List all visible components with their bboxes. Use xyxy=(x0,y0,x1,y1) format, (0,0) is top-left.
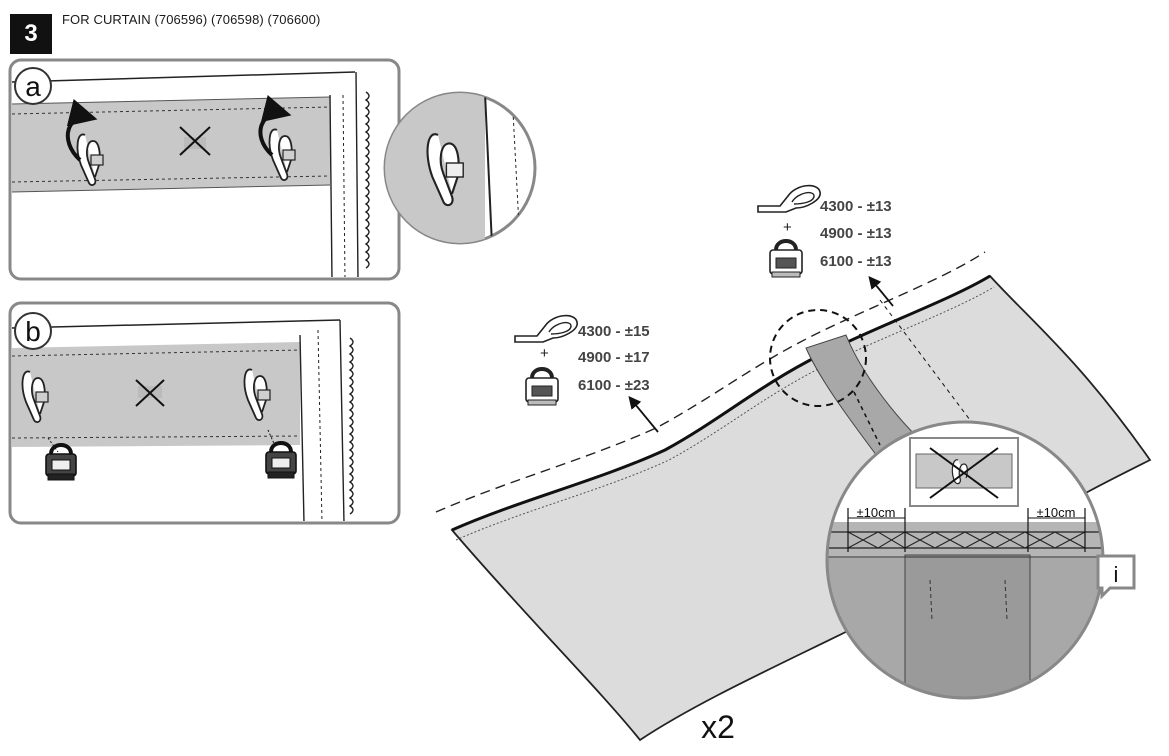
panel-a-label: a xyxy=(25,71,41,102)
dimension-label-left: ±10cm xyxy=(857,505,896,520)
pointer-arrow-icon xyxy=(628,396,659,433)
spec-group-small: 4300 - ±15 + 4900 - ±17 6100 - ±23 xyxy=(514,314,650,407)
no-hook-inset xyxy=(909,437,1019,507)
quantity-multiplier: x2 xyxy=(701,709,735,745)
spec-separator: - xyxy=(853,225,866,242)
spec-code: 4900 xyxy=(578,349,611,366)
spec-separator: - xyxy=(611,323,624,340)
spec-code: 4900 xyxy=(820,225,853,242)
zoom-circle-a xyxy=(383,91,537,245)
svg-text:6100 - ±13: 6100 - ±13 xyxy=(820,253,892,270)
panel-b-label: b xyxy=(25,316,41,347)
step-number-badge: 3 xyxy=(10,14,52,54)
detail-focus-circle xyxy=(769,309,867,407)
flat-hook-icon xyxy=(757,184,821,213)
spec-separator: - xyxy=(853,253,866,270)
spec-qty: ±13 xyxy=(867,198,892,215)
spec-separator: - xyxy=(611,377,624,394)
spec-group-large: 4300 - ±13 + 4900 - ±13 6100 - ±13 xyxy=(757,184,892,279)
page-title: FOR CURTAIN (706596) (706598) (706600) xyxy=(62,12,321,27)
hook-clip-icon xyxy=(426,133,464,207)
svg-text:4300 - ±13: 4300 - ±13 xyxy=(820,198,892,215)
spec-qty: ±15 xyxy=(625,323,650,340)
spec-qty: ±13 xyxy=(867,253,892,270)
info-badge: i xyxy=(1096,554,1136,600)
spec-separator: - xyxy=(611,349,624,366)
pointer-arrow-icon xyxy=(868,276,894,307)
svg-text:4900 - ±13: 4900 - ±13 xyxy=(820,225,892,242)
no-hook-mark-icon xyxy=(179,126,211,156)
spec-qty: ±17 xyxy=(625,349,650,366)
spec-code: 4300 xyxy=(578,323,611,340)
plus-sign: + xyxy=(783,219,792,236)
dimension-label-right: ±10cm xyxy=(1037,505,1076,520)
glider-icon xyxy=(768,239,804,279)
spec-code: 6100 xyxy=(578,377,611,394)
curtain-illustration xyxy=(435,251,1152,742)
spec-separator: - xyxy=(853,198,866,215)
spec-code: 6100 xyxy=(820,253,853,270)
spec-qty: ±23 xyxy=(625,377,650,394)
zigzag-edge xyxy=(348,337,354,515)
flat-hook-icon xyxy=(514,314,578,343)
rotate-arrow-icon xyxy=(65,99,98,162)
panel-a: a xyxy=(8,58,401,281)
svg-text:4300 - ±15: 4300 - ±15 xyxy=(578,323,650,340)
zigzag-edge xyxy=(364,91,370,269)
glider-icon xyxy=(524,367,560,407)
no-hook-mark-icon xyxy=(135,379,165,407)
panel-a-label-circle xyxy=(14,67,52,105)
svg-text:6100 - ±23: 6100 - ±23 xyxy=(578,377,650,394)
rotate-arrow-icon xyxy=(258,95,292,157)
info-label: i xyxy=(1114,562,1119,587)
plus-sign: + xyxy=(540,345,549,362)
panel-b: b xyxy=(8,301,401,525)
spec-qty: ±13 xyxy=(867,225,892,242)
panel-b-label-circle xyxy=(14,312,52,350)
svg-text:4900 - ±17: 4900 - ±17 xyxy=(578,349,650,366)
spec-code: 4300 xyxy=(820,198,853,215)
